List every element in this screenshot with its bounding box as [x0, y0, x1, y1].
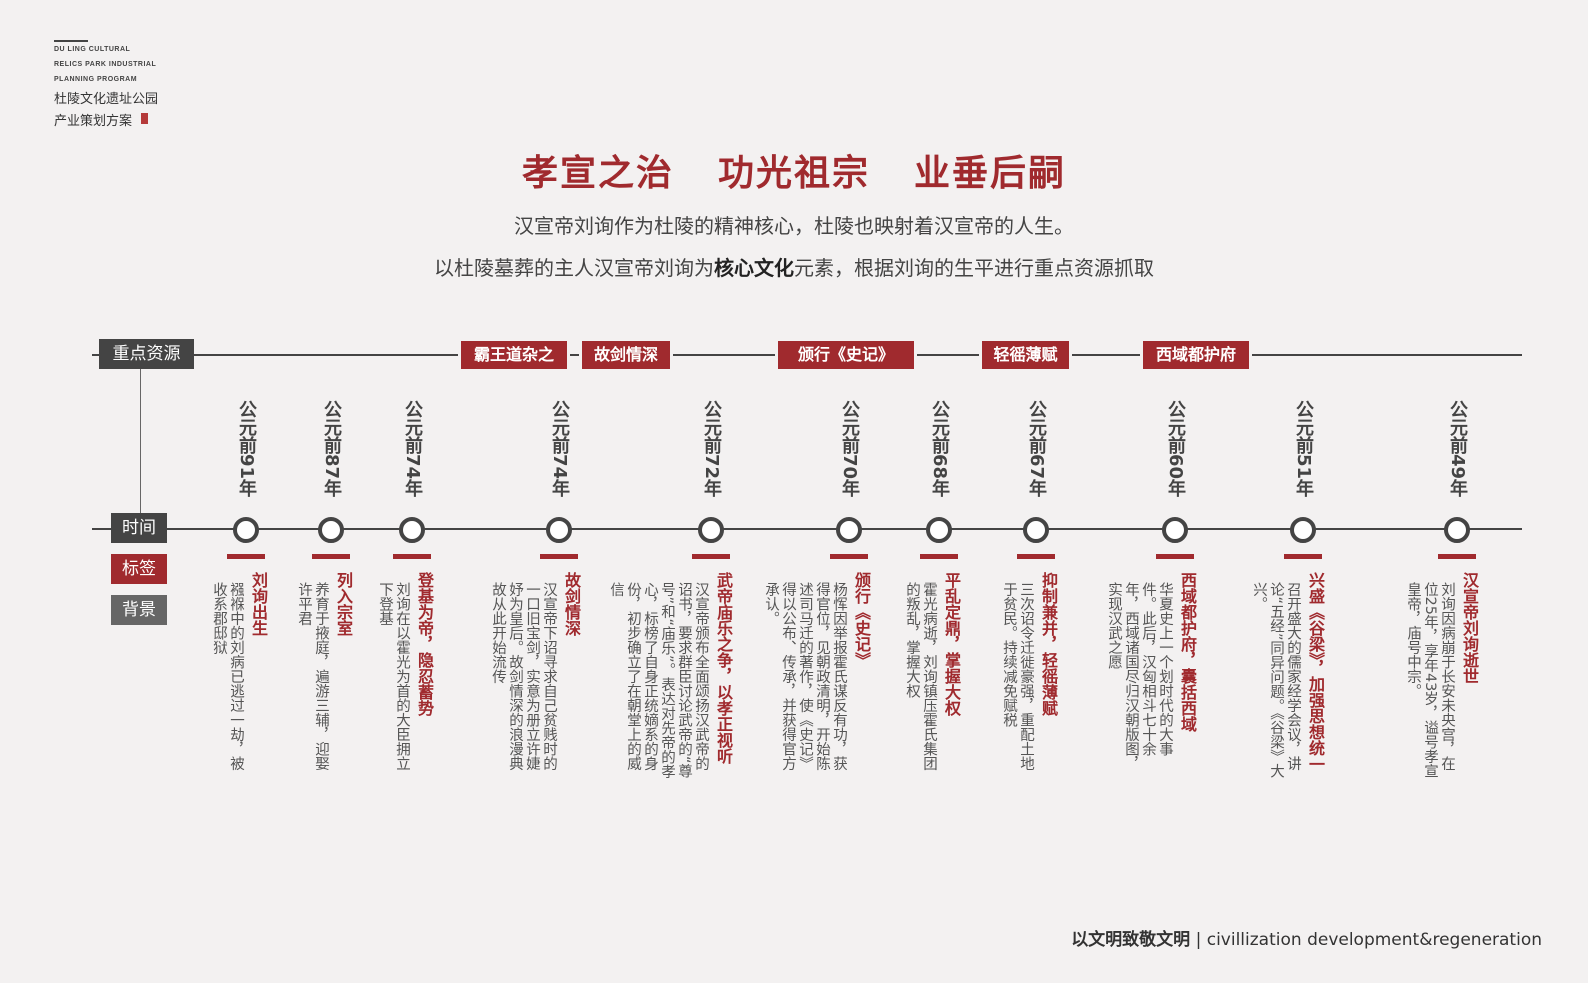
- event-year: 公元前49年: [1447, 400, 1468, 498]
- event-label: 武帝庙乐之争，以孝正视听: [714, 572, 733, 764]
- timeline-node-icon: [233, 517, 259, 543]
- event-tag-bar: [393, 554, 431, 559]
- event-year: 公元前60年: [1165, 400, 1186, 498]
- footer-slogan: 以文明致敬文明 | civillization development&rege…: [1071, 925, 1542, 950]
- event-description: 养育于掖庭，遍游三辅，迎娶许平君: [296, 582, 329, 771]
- timeline-line: [92, 528, 1522, 530]
- event-description: 霍光病逝，刘询镇压霍氏集团的叛乱，掌握大权: [904, 582, 937, 771]
- timeline-node-icon: [318, 517, 344, 543]
- event-label: 西域都护府，囊括西域: [1178, 572, 1197, 732]
- event-label: 汉宣帝刘询逝世: [1460, 572, 1479, 684]
- event-tag-bar: [1284, 554, 1322, 559]
- timeline-node-icon: [546, 517, 572, 543]
- label-tag: 标签: [111, 554, 167, 584]
- event-year: 公元前51年: [1293, 400, 1314, 498]
- event-description: 刘询在以霍光为首的大臣拥立下登基: [377, 582, 410, 771]
- connector-line: [140, 368, 141, 514]
- footer-cn: 以文明致敬文明: [1071, 930, 1191, 950]
- subtitle-text-a: 以杜陵墓葬的主人汉宣帝刘询为: [434, 256, 714, 280]
- timeline-node-icon: [1162, 517, 1188, 543]
- footer-separator: |: [1195, 930, 1202, 950]
- event-label: 兴盛《谷梁》，加强思想统一: [1306, 572, 1325, 772]
- subtitle-bold: 核心文化: [714, 256, 794, 280]
- resource-tag: 颁行《史记》: [778, 341, 914, 369]
- event-tag-bar: [1017, 554, 1055, 559]
- event-year: 公元前74年: [402, 400, 423, 498]
- timeline-node-icon: [1023, 517, 1049, 543]
- timeline-node-icon: [926, 517, 952, 543]
- event-tag-bar: [1438, 554, 1476, 559]
- logo-cn-line-2: 产业策划方案: [54, 114, 133, 129]
- event-description: 襁褓中的刘病已逃过一劫，被收系郡邸狱: [211, 582, 244, 771]
- subtitle-line-2: 以杜陵墓葬的主人汉宣帝刘询为核心文化元素，根据刘询的生平进行重点资源抓取: [0, 252, 1588, 281]
- event-label: 刘询出生: [249, 572, 268, 636]
- event-label: 平乱定鼎，掌握大权: [942, 572, 961, 716]
- timeline-node-icon: [698, 517, 724, 543]
- event-tag-bar: [1156, 554, 1194, 559]
- logo-en-line-3: PLANNING PROGRAM: [54, 76, 138, 83]
- event-description: 杨恽因举报霍氏谋反有功，获得官位，见朝政清明，开始陈述司马迁的著作，使《史记》得…: [763, 582, 847, 771]
- event-label: 故剑情深: [562, 572, 581, 636]
- timeline-node-icon: [1290, 517, 1316, 543]
- event-label: 抑制兼并，轻徭薄赋: [1039, 572, 1058, 716]
- event-description: 刘询因病崩于长安未央宫，在位25年，享年43岁，谥号孝宣皇帝，庙号中宗。: [1405, 582, 1455, 779]
- label-time: 时间: [111, 513, 167, 543]
- event-tag-bar: [540, 554, 578, 559]
- footer-en: civillization development&regeneration: [1206, 930, 1542, 950]
- subtitle-text-b: 元素，根据刘询的生平进行重点资源抓取: [794, 256, 1154, 280]
- page-title: 孝宣之治 功光祖宗 业垂后嗣: [0, 144, 1588, 196]
- event-year: 公元前74年: [549, 400, 570, 498]
- event-tag-bar: [692, 554, 730, 559]
- event-label: 列入宗室: [334, 572, 353, 636]
- timeline-node-icon: [399, 517, 425, 543]
- resource-tag: 故剑情深: [582, 341, 670, 369]
- logo-cn-line-1: 杜陵文化遗址公园: [54, 92, 159, 107]
- title-phrase-3: 业垂后嗣: [914, 153, 1067, 194]
- logo-seal-icon: [141, 113, 148, 124]
- subtitle-line-1: 汉宣帝刘询作为杜陵的精神核心，杜陵也映射着汉宣帝的人生。: [514, 214, 1074, 238]
- logo-en-line-2: RELICS PARK INDUSTRIAL: [54, 61, 157, 68]
- event-tag-bar: [227, 554, 265, 559]
- event-description: 召开盛大的儒家经学会议，讲论“五经”同异问题。《谷梁》大兴。: [1251, 582, 1301, 779]
- logo-divider: [54, 40, 88, 42]
- event-tag-bar: [312, 554, 350, 559]
- event-description: 华夏史上一个划时代的大事件。此后，汉匈相斗七十余年，西域诸国尽归汉朝版图，实现汉…: [1106, 582, 1173, 771]
- timeline-node-icon: [836, 517, 862, 543]
- label-background: 背景: [111, 595, 167, 625]
- event-label: 登基为帝，隐忍蓄势: [415, 572, 434, 716]
- event-year: 公元前87年: [321, 400, 342, 498]
- event-description: 汉宣帝下诏寻求自己贫贱时的一口旧宝剑，实意为册立许婕妤为皇后。故剑情深的浪漫典故…: [490, 582, 557, 771]
- title-phrase-1: 孝宣之治: [521, 153, 674, 194]
- logo-en-line-1: DU LING CULTURAL: [54, 46, 131, 53]
- resource-tag: 轻徭薄赋: [982, 341, 1069, 369]
- resource-tag: 霸王道杂之: [461, 341, 567, 369]
- event-tag-bar: [830, 554, 868, 559]
- event-description: 汉宣帝颁布全面颂扬汉武帝的诏书，要求群臣讨论武帝的“尊号”和“庙乐”。表达对先帝…: [608, 582, 709, 779]
- event-year: 公元前68年: [929, 400, 950, 498]
- timeline-node-icon: [1444, 517, 1470, 543]
- resource-tag: 西域都护府: [1143, 341, 1249, 369]
- event-year: 公元前91年: [236, 400, 257, 498]
- title-phrase-2: 功光祖宗: [717, 153, 870, 194]
- event-year: 公元前70年: [839, 400, 860, 498]
- event-year: 公元前67年: [1026, 400, 1047, 498]
- event-label: 颁行《史记》: [852, 572, 871, 668]
- event-description: 三次诏令迁徙豪强，重配土地于贫民。持续减免赋税: [1001, 582, 1034, 771]
- label-resources: 重点资源: [99, 339, 194, 369]
- event-tag-bar: [920, 554, 958, 559]
- event-year: 公元前72年: [701, 400, 722, 498]
